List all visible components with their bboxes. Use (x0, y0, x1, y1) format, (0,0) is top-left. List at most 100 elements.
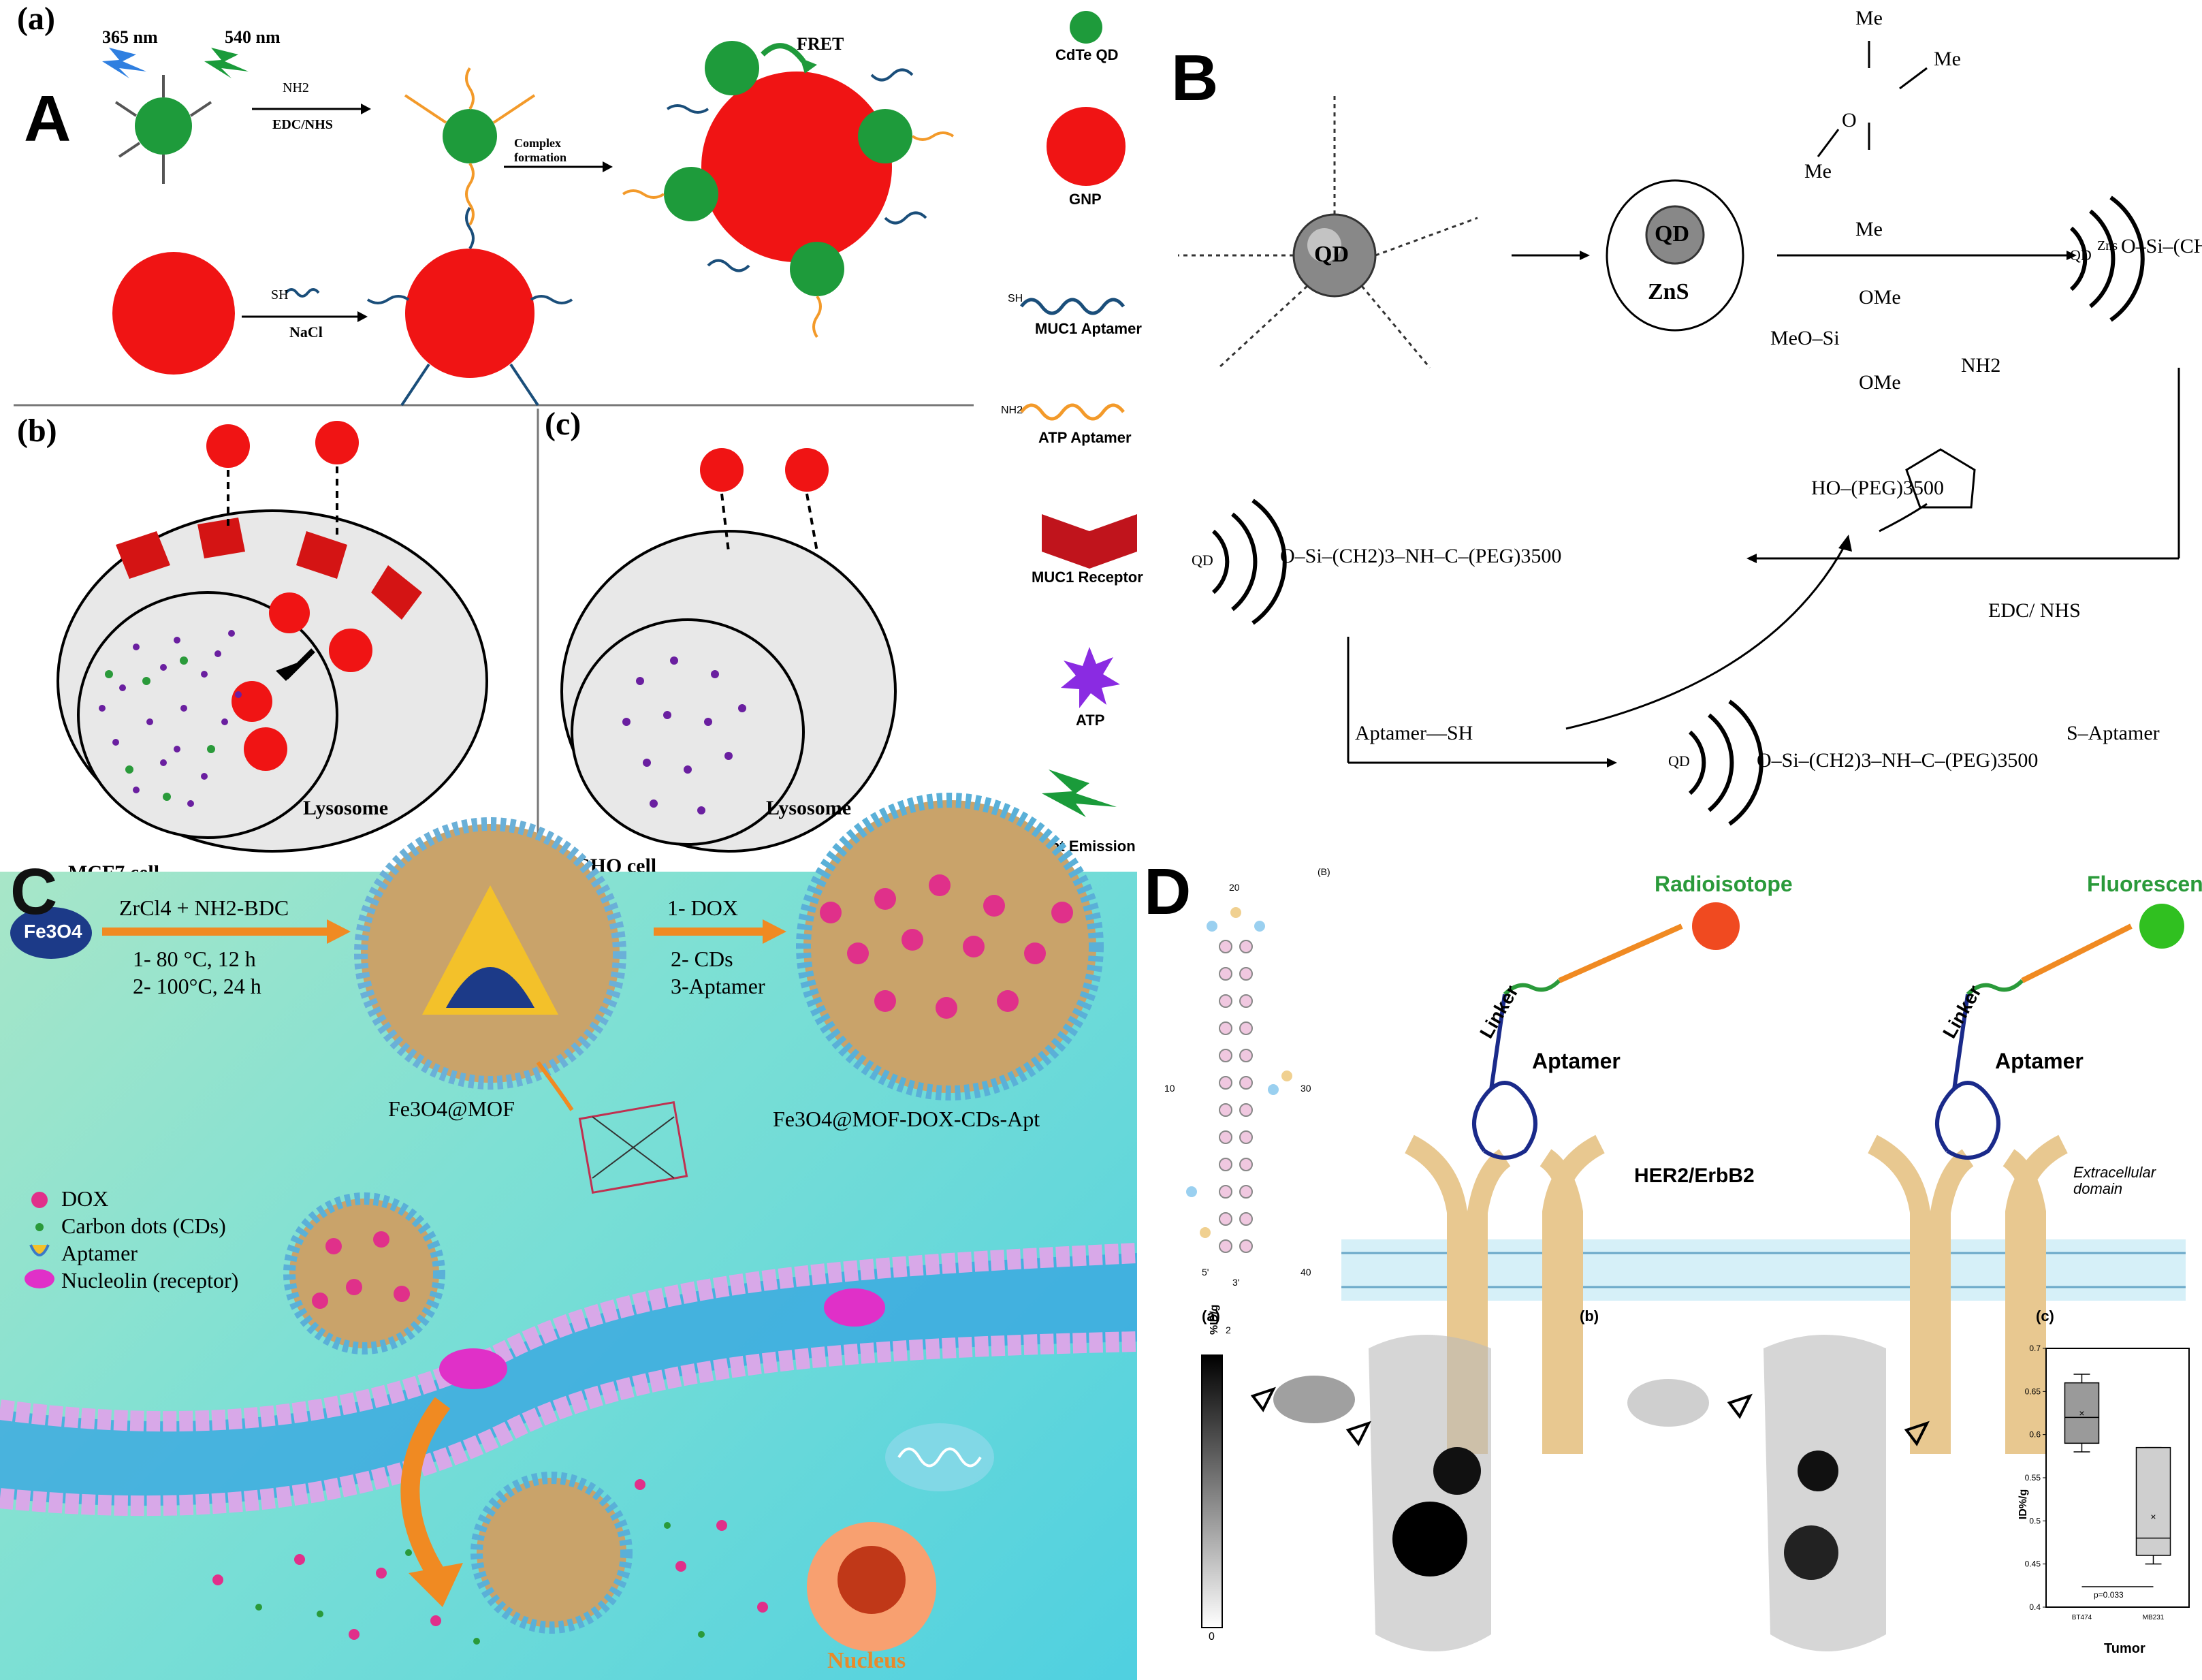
green-lightning-icon (204, 48, 249, 78)
reagent-nh2: NH2 (283, 80, 309, 95)
qd-small-2: QD (1192, 552, 1213, 569)
seq-mark-10: 10 (1164, 1083, 1175, 1094)
red-circle-icon (1047, 107, 1126, 186)
step-1: 1- 80 °C, 12 h (133, 947, 256, 971)
s-aptamer-label: S–Aptamer (2067, 722, 2160, 744)
cho-lysosome (571, 618, 805, 846)
ome-label-1: OMe (1859, 286, 1901, 308)
seq-mark-40: 40 (1301, 1267, 1311, 1278)
lightning-icon (1042, 770, 1117, 817)
panel-letter-a: A (24, 82, 71, 155)
gnp-complex-core (701, 72, 892, 262)
green-dot-icon (1070, 11, 1102, 44)
mean-marker-1: × (2150, 1511, 2156, 1522)
edc-nhs-label: EDC/NHS (272, 117, 333, 132)
peg-reagent: HO–(PEG)3500 (1811, 477, 1944, 499)
boxplot-marks: 0.40.450.50.550.60.650.7×BT474×MB231 (2025, 1344, 2171, 1621)
wavelength-540: 540 nm (225, 27, 281, 47)
box-1 (2135, 1446, 2171, 1556)
me-label-2: Me (1934, 48, 1961, 70)
y-tick-label-1: 0.45 (2025, 1559, 2041, 1569)
seq-mark-20: 20 (1229, 882, 1240, 893)
img-c-label: (c) (2036, 1307, 2054, 1325)
load-step-2: 2- CDs (671, 947, 733, 971)
box-0 (2064, 1382, 2100, 1444)
complex-formation-label: Complex formation (514, 136, 567, 164)
me-label-3: Me (1804, 160, 1832, 183)
legend-dox: DOX (61, 1186, 109, 1211)
gnp-bare (112, 252, 235, 375)
qd-small-3: QD (1668, 752, 1690, 770)
legend-label-cdte-qd: CdTe QD (1055, 46, 1119, 63)
gnp-aptamer (405, 249, 534, 378)
y-tick-label-3: 0.55 (2025, 1473, 2041, 1483)
aptamer-sh-label: Aptamer—SH (1355, 722, 1473, 744)
blue-lightning-icon (102, 48, 146, 78)
img-b-label: (b) (1580, 1307, 1599, 1325)
legend-label-atp-aptamer: ATP Aptamer (1038, 429, 1132, 446)
panel-a-graphics (14, 41, 974, 865)
radioisotope-sphere (1692, 902, 1740, 950)
final-chain: O–Si–(CH2)3–NH–C–(PEG)3500 (1757, 749, 2039, 772)
sublabel-c: (c) (545, 406, 581, 442)
legend-a: CdTe QD GNP SH MUC1 Aptamer NH2 ATP Apta… (980, 0, 1158, 872)
mean-marker-0: × (2079, 1408, 2084, 1419)
teos-si: O (1842, 109, 1857, 131)
purple-star-icon (1061, 647, 1120, 708)
nh2-label: NH2 (1961, 354, 2001, 377)
category-label-0: BT474 (2072, 1614, 2092, 1621)
lysosome-label-1: Lysosome (303, 797, 389, 819)
fluorescence-sphere (2139, 904, 2184, 949)
load-step-1: 1- DOX (667, 896, 738, 920)
zns-label: ZnS (1648, 279, 1689, 304)
reaction-label: ZrCl4 + NH2-BDC (119, 896, 289, 920)
img-a-label: (a) (1202, 1307, 1220, 1325)
mouse-scan-b (1764, 1335, 1886, 1651)
boxplot-xlabel: Tumor (2104, 1641, 2145, 1656)
radioisotope-label: Radioisotope (1655, 872, 1793, 896)
y-tick-label-2: 0.5 (2029, 1516, 2041, 1525)
qd-label-2: QD (1655, 221, 1689, 247)
qd-label-1: QD (1314, 242, 1349, 267)
scale-bar (1202, 1355, 1222, 1628)
orange-strand-icon (1020, 403, 1125, 421)
dox-marker (31, 1192, 48, 1208)
me-label-4: Me (1855, 218, 1883, 240)
panel-a: (a) A 365 nm 540 nm NH2 EDC/NHS Complex … (0, 0, 980, 884)
aptamer-label-2: Aptamer (1995, 1049, 2084, 1073)
legend-label-gnp: GNP (1069, 191, 1102, 208)
fluorescence-label: Fluorescence (2087, 872, 2202, 896)
legend-aptamer: Aptamer (61, 1241, 138, 1265)
nucleolin-marker (25, 1269, 54, 1288)
scale-top-label: %ID/g (1209, 1304, 1220, 1335)
ome-label-2: OMe (1859, 371, 1901, 394)
lysosome-label-2: Lysosome (766, 797, 852, 819)
qd-dot-2 (443, 109, 497, 163)
wavelength-365: 365 nm (102, 27, 158, 47)
step-2: 2- 100°C, 24 h (133, 974, 261, 998)
scale-top-value: 2 (1226, 1325, 1231, 1335)
scale-bottom-label: 0 (1209, 1631, 1215, 1643)
mcf7-lysosome (77, 591, 338, 839)
y-tick-label-0: 0.4 (2029, 1602, 2041, 1612)
mouse-scan-a (1369, 1335, 1491, 1651)
y-tick-label-6: 0.7 (2029, 1344, 2041, 1353)
panel-d-graphics: 0.40.450.50.550.60.650.7×BT474×MB231 (1186, 902, 2190, 1651)
si-chain: O–Si–(CH2)3–NH2 (2121, 235, 2202, 257)
panel-b-graphics (1178, 41, 2180, 826)
cd-marker (35, 1223, 44, 1231)
y-tick-label-5: 0.65 (2025, 1386, 2041, 1396)
panel-c-graphics (0, 793, 1138, 1651)
legend-nh2-prefix: NH2 (1001, 405, 1023, 416)
qd-dot-1 (135, 97, 192, 155)
legend-cds: Carbon dots (CDs) (61, 1214, 226, 1238)
legend-a-icons (1020, 11, 1137, 817)
me-label-1: Me (1855, 7, 1883, 29)
zns-small-1: Zns (2097, 238, 2118, 253)
aptamer-marker (29, 1244, 50, 1256)
mof-label: Fe3O4@MOF (388, 1096, 515, 1121)
extracellular-label: Extracellular domain (2073, 1164, 2156, 1198)
aptamer-label-1: Aptamer (1532, 1049, 1621, 1073)
panel-c: C Fe3O4 ZrCl4 + NH2-BDC 1- 80 °C, 12 h 2… (0, 793, 1138, 1680)
panel-b: B QD QD ZnS Me Me Me Me O OMe MeO–Si OMe… (1158, 0, 2202, 872)
